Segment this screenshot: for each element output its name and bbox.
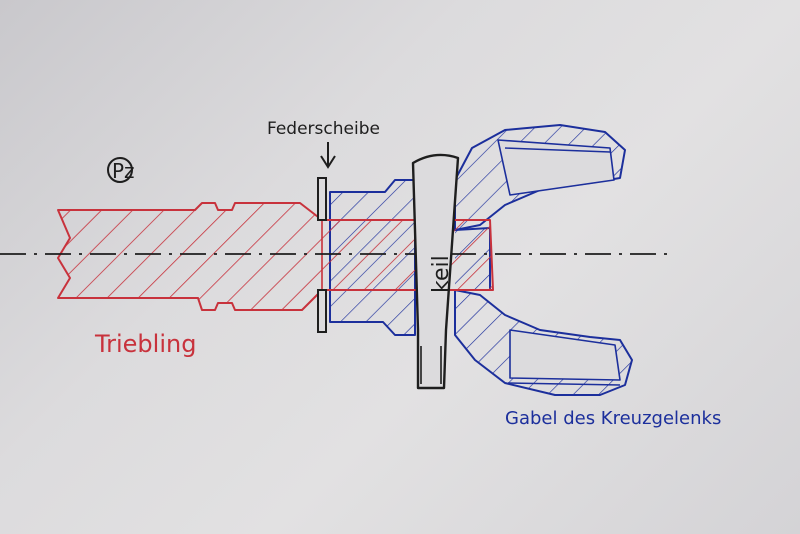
gabel-fork	[329, 124, 633, 396]
triebling-label: Triebling	[94, 330, 196, 358]
triebling-shaft	[57, 202, 494, 311]
keil-label: keil	[429, 255, 454, 293]
pz-symbol: Pz	[107, 157, 135, 183]
washer-upper	[317, 177, 327, 221]
gabel-label: Gabel des Kreuzgelenks	[505, 408, 721, 429]
triebling-outline	[57, 202, 494, 311]
federscheibe-label: Federscheibe	[267, 119, 380, 139]
gabel-upper-arm-inner	[497, 139, 615, 196]
pz-symbol-text: Pz	[112, 159, 135, 183]
federscheibe-arrow	[320, 142, 336, 169]
gabel-lower-arm-inner	[509, 329, 621, 381]
keil-wedge	[411, 153, 460, 390]
keil-outline	[411, 153, 460, 390]
washer-lower	[317, 289, 327, 333]
federscheibe-washer	[317, 177, 327, 333]
